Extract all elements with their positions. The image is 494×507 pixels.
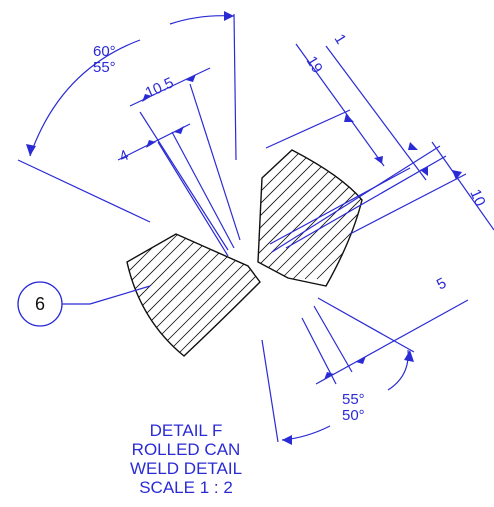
- angle-label-55-top: 55°: [93, 59, 116, 76]
- dim-label-10-5: 10.5: [143, 74, 177, 101]
- dimension-10: 10: [349, 141, 494, 235]
- angle-label-50: 50°: [342, 407, 365, 424]
- dim-label-19: 19: [303, 53, 326, 76]
- dim-label-10: 10: [466, 187, 488, 209]
- angle-label-60: 60°: [93, 43, 116, 60]
- title-line-2: ROLLED CAN: [132, 440, 241, 459]
- detail-title-block: DETAIL F ROLLED CAN WELD DETAIL SCALE 1 …: [130, 421, 242, 497]
- title-line-1: DETAIL F: [150, 421, 223, 440]
- title-line-3: WELD DETAIL: [130, 459, 242, 478]
- right-plate-hatching: [258, 150, 362, 280]
- right-plate-section: [257, 149, 363, 287]
- dim-label-4: 4: [117, 147, 132, 166]
- dimension-1: 1: [271, 31, 447, 253]
- dim-label-1: 1: [331, 31, 350, 47]
- balloon-number: 6: [35, 294, 45, 314]
- top-angle-dimension: 60° 55°: [17, 11, 237, 223]
- dimension-10-5: 10.5: [129, 67, 241, 251]
- bottom-angle-dimension: 55° 50°: [261, 297, 415, 445]
- dimension-19: 19: [265, 43, 411, 245]
- dimension-5: 5: [301, 275, 469, 385]
- item-balloon: 6: [17, 281, 151, 327]
- title-line-4: SCALE 1 : 2: [139, 478, 233, 497]
- angle-label-55-bottom: 55°: [342, 391, 365, 408]
- dim-label-5: 5: [434, 275, 449, 294]
